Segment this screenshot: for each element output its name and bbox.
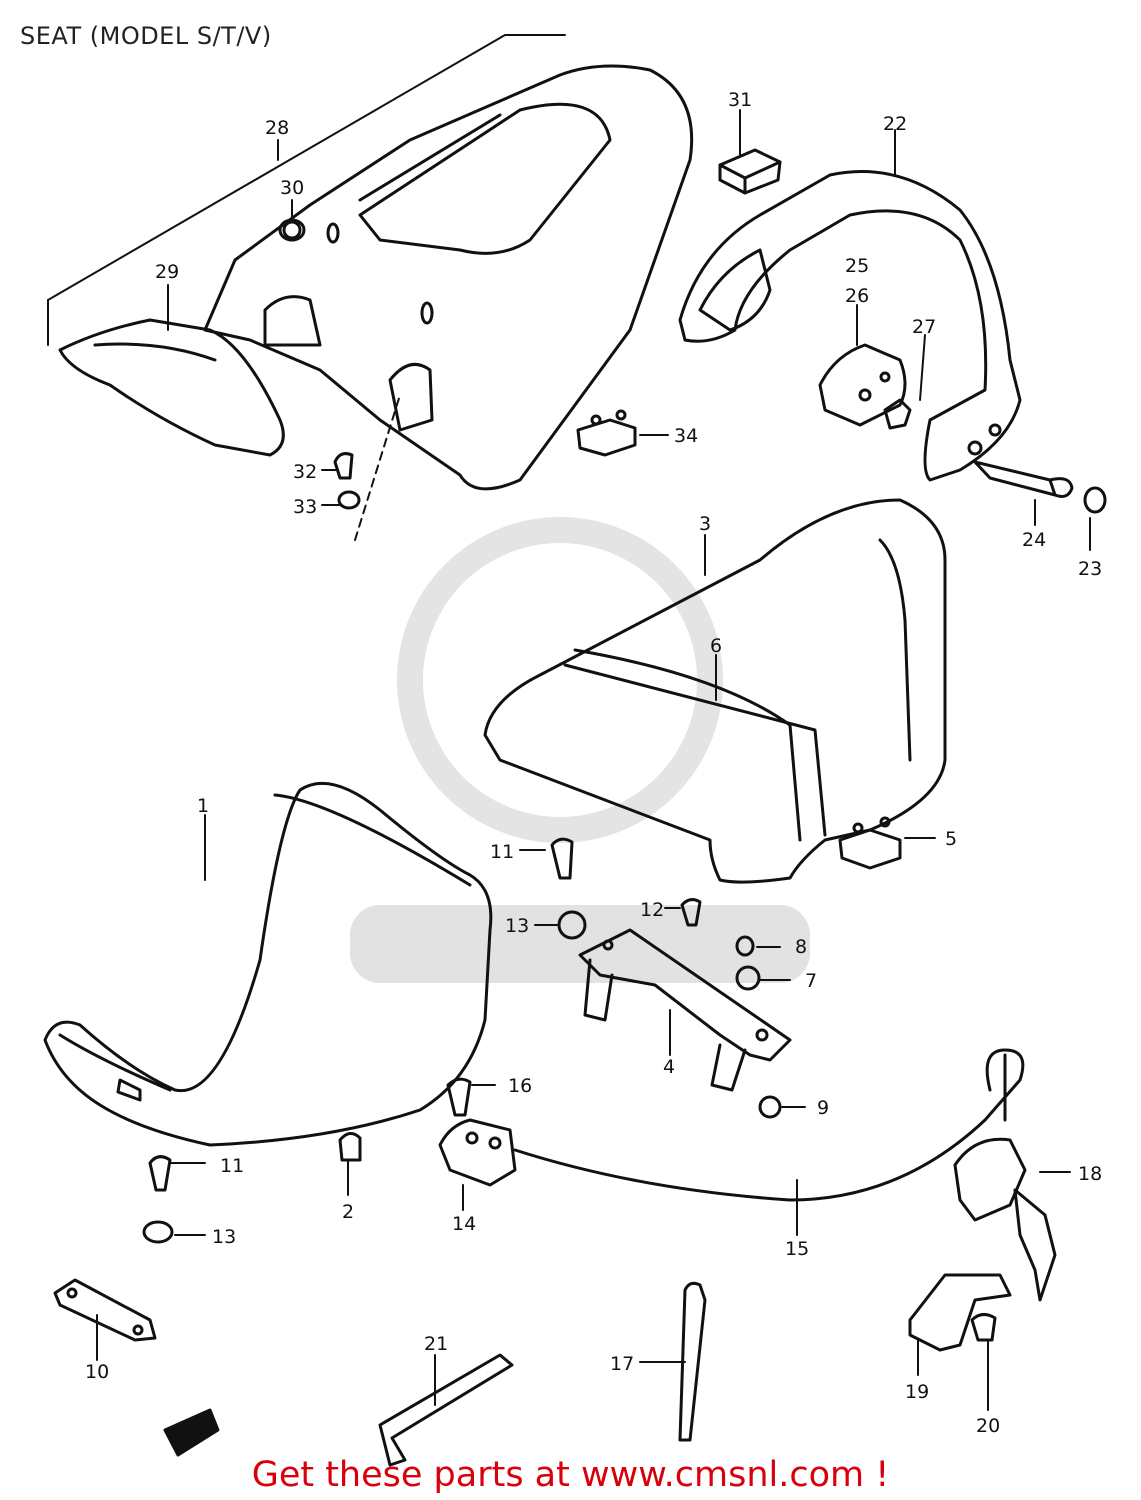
callout-17: 17 [610, 1353, 634, 1375]
callout-34: 34 [674, 425, 698, 447]
collar-part-27 [883, 398, 912, 430]
rod-part-17 [678, 1281, 707, 1442]
callout-16: 16 [508, 1075, 532, 1097]
callout-2: 2 [342, 1201, 354, 1223]
callout-13-lower: 13 [212, 1226, 236, 1248]
nut-part-9 [758, 1095, 782, 1119]
callout-10: 10 [85, 1361, 109, 1383]
callout-18: 18 [1078, 1163, 1102, 1185]
callout-31: 31 [728, 89, 752, 111]
callout-6: 6 [710, 635, 722, 657]
callout-27: 27 [912, 316, 936, 338]
callout-3: 3 [699, 513, 711, 535]
seat-lock-cable-part-15 [513, 1048, 1025, 1202]
spacer-part-26 [818, 343, 907, 427]
callout-24: 24 [1022, 529, 1046, 551]
grab-rail-part-22 [678, 170, 1022, 482]
washer-part-33 [337, 490, 361, 510]
callout-8: 8 [795, 936, 807, 958]
callout-14: 14 [452, 1213, 476, 1235]
footer-link[interactable]: Get these parts at www.cmsnl.com ! [251, 1455, 890, 1495]
nut-part-7 [735, 965, 761, 991]
washer-part-8 [735, 935, 755, 957]
bracket-part-19 [908, 1273, 1012, 1352]
callout-7: 7 [805, 970, 817, 992]
rear-seat-part-3 [483, 498, 947, 884]
callout-15: 15 [785, 1238, 809, 1260]
screw-part-32 [333, 452, 354, 480]
callout-25: 25 [845, 255, 869, 277]
callout-11-upper: 11 [490, 841, 514, 863]
hex-wrench-part-21 [378, 1353, 514, 1467]
callout-28: 28 [265, 117, 289, 139]
seat-latch-part-14 [438, 1118, 517, 1187]
callout-22: 22 [883, 113, 907, 135]
bracket-part-10 [53, 1278, 157, 1342]
callout-19: 19 [905, 1381, 929, 1403]
callout-labels: 28 30 29 31 22 25 26 27 34 32 33 24 23 3… [85, 89, 1102, 1437]
callout-21: 21 [424, 1333, 448, 1355]
callout-11-lower: 11 [220, 1155, 244, 1177]
seat-lock-part-18 [953, 1137, 1057, 1302]
rear-seat-cowl-part-28 [203, 64, 694, 491]
callout-13-upper: 13 [505, 915, 529, 937]
nut-part-13-lower [142, 1220, 174, 1244]
screw-part-16 [446, 1077, 472, 1117]
damper-part-2 [338, 1132, 362, 1162]
screw-part-12 [680, 898, 702, 927]
callout-30: 30 [280, 177, 304, 199]
nut-part-23 [1083, 486, 1107, 514]
callout-32: 32 [293, 461, 317, 483]
bracket-part-5 [838, 816, 902, 870]
callout-23: 23 [1078, 558, 1102, 580]
callout-20: 20 [976, 1415, 1000, 1437]
diagram-title: SEAT (MODEL S/T/V) [20, 22, 272, 50]
block-part-31 [718, 148, 782, 195]
callout-26: 26 [845, 285, 869, 307]
seat-pad-part-29 [58, 318, 285, 457]
bolt-part-24 [973, 460, 1074, 498]
callout-4: 4 [663, 1056, 675, 1078]
front-seat-part-1 [43, 781, 493, 1147]
callout-33: 33 [293, 496, 317, 518]
callout-12: 12 [640, 899, 664, 921]
screw-part-20 [970, 1313, 997, 1342]
callout-9: 9 [817, 1097, 829, 1119]
seat-base-plate-part-4 [578, 928, 792, 1092]
callout-29: 29 [155, 261, 179, 283]
callout-1: 1 [197, 795, 209, 817]
bracket-part-34 [576, 409, 637, 457]
callout-5: 5 [945, 828, 957, 850]
screw-part-11-lower [148, 1155, 172, 1192]
screw-part-11-upper [550, 837, 574, 880]
front-direction-arrow [163, 1408, 220, 1457]
